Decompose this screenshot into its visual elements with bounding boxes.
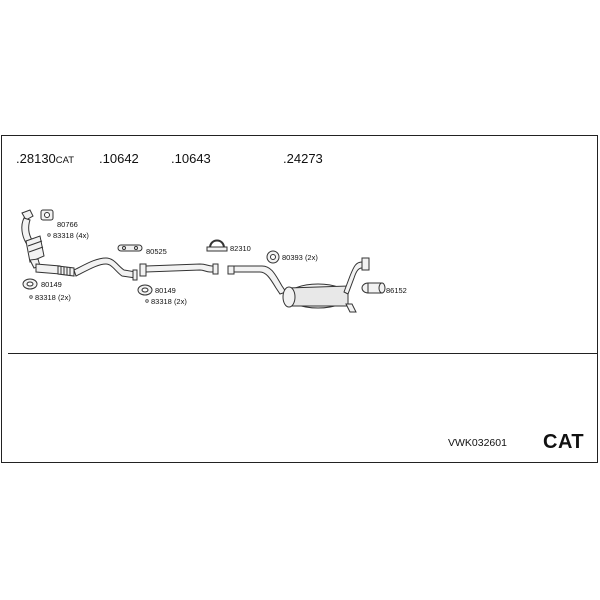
label-80393-2x: 80393 (2x) [282,253,318,262]
label-82310: 82310 [230,244,251,253]
part-number-24273: .24273 [283,151,323,166]
bolt-83318-left-icon [29,295,33,299]
diagram-divider [8,353,597,354]
bolt-83318-4x-icon [47,233,51,237]
part-number-10643: .10643 [171,151,211,166]
front-pipe-part [35,257,138,281]
gasket-80766-icon [40,209,54,221]
gasket-80525-icon [117,244,143,252]
part-number-28130cat: .28130CAT [16,151,75,166]
clamp-82310-icon [206,239,228,252]
label-80766: 80766 [57,220,78,229]
label-80525: 80525 [146,247,167,256]
label-83318-4x: 83318 (4x) [53,231,89,240]
clamp-86152-icon [361,282,386,294]
diagram-frame [1,135,598,463]
label-80149-left: 80149 [41,280,62,289]
label-83318-left: 83318 (2x) [35,293,71,302]
gasket-80149-left-icon [22,278,38,290]
label-86152: 86152 [386,286,407,295]
rear-silencer-part [227,257,370,313]
kit-code: VWK032601 [448,437,507,449]
rubber-mount-80393-icon [266,250,280,264]
catalytic-converter-part [21,209,45,269]
gasket-80149-mid-icon [137,284,153,296]
bolt-83318-mid-icon [145,299,149,303]
middle-pipe-part [139,263,219,277]
cat-label: CAT [543,431,585,453]
label-80149-mid: 80149 [155,286,176,295]
part-number-10642: .10642 [99,151,139,166]
label-83318-mid: 83318 (2x) [151,297,187,306]
